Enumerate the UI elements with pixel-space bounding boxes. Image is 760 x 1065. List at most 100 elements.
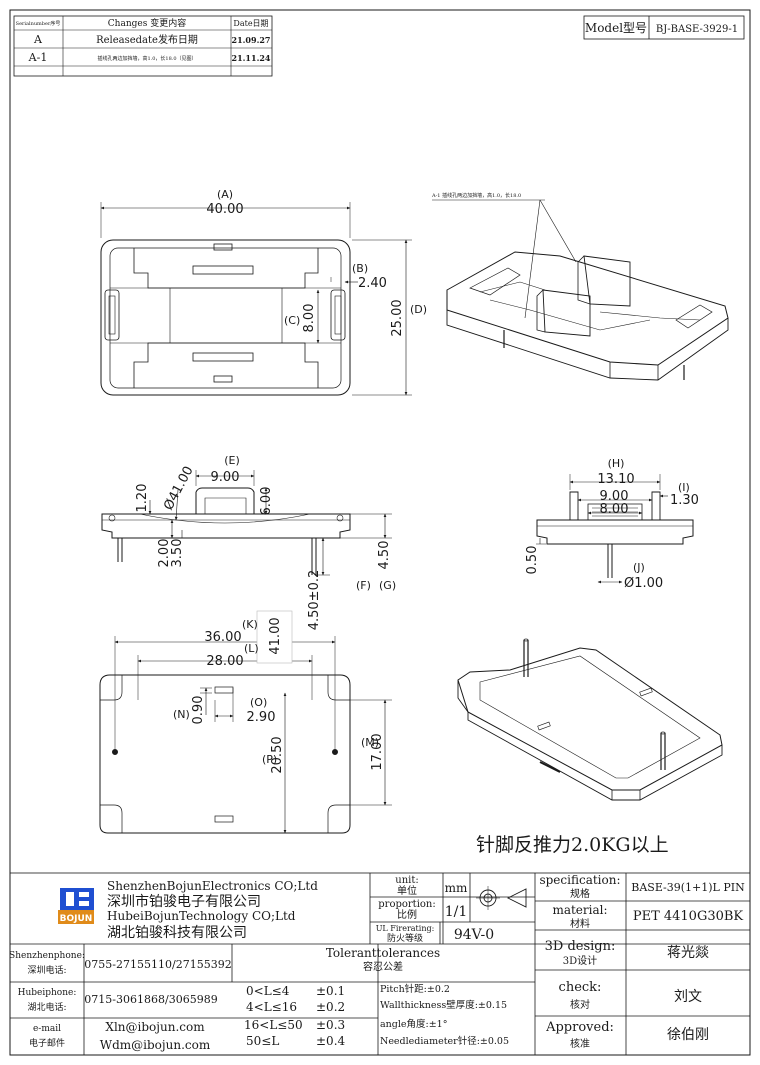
dim-b-label: (B) xyxy=(352,262,368,275)
rev-row-a-date: 21.09.27 xyxy=(232,35,271,45)
title-block xyxy=(9,872,751,1056)
dim-l-label: (L) xyxy=(244,642,259,655)
unit-value: mm xyxy=(445,881,468,895)
email-label-cn: 电子邮件 xyxy=(29,1037,65,1049)
dim-g-label: (G) xyxy=(379,579,396,592)
dim-b-value: 2.40 xyxy=(358,276,387,291)
tol-range-0: 0<L≤4 xyxy=(246,984,290,998)
dim-6-00: 6.00 xyxy=(259,487,274,516)
iso-note-a1: A-1 插线孔两边加挡墙，高1.0，长18.0 xyxy=(431,192,521,199)
dim-4-50: 4.50 xyxy=(377,541,392,570)
dim-2-00: 2.00 xyxy=(157,539,172,568)
company-names: ShenzhenBojunElectronics CO;Ltd 深圳市铂骏电子有… xyxy=(107,879,318,941)
dim-17-00: 17.00 xyxy=(370,733,385,770)
dim-d-value: 25.00 xyxy=(390,299,405,336)
dim-p-label: (P) xyxy=(262,753,277,766)
iso-view-top xyxy=(432,199,729,381)
dim-0-90: 0.90 xyxy=(191,696,206,725)
dim-0-50: 0.50 xyxy=(525,546,540,575)
email-label: e-mail xyxy=(33,1024,61,1034)
approved-value: 徐伯刚 xyxy=(667,1027,709,1043)
sz-phone-label: Shenzhenphone: xyxy=(9,951,85,961)
rev-row-a-serial: A xyxy=(33,33,43,46)
spec-cells: specification: 规格 BASE-39(1+1)L PIN mate… xyxy=(539,873,745,1050)
rev-row-a-change: Releasedate发布日期 xyxy=(96,33,198,46)
material-label-cn: 材料 xyxy=(570,917,590,930)
unit-label-cn: 单位 xyxy=(397,884,417,897)
dim-c-value: 8.00 xyxy=(302,304,317,333)
design-label-cn: 3D设计 xyxy=(563,954,597,967)
check-value: 刘文 xyxy=(674,989,702,1005)
material-label: material: xyxy=(552,903,607,917)
dim-dia41: Ø41.00 xyxy=(161,464,197,513)
dim-3-50: 3.50 xyxy=(170,539,185,568)
tol-value-2: ±0.3 xyxy=(316,1018,345,1032)
rev-row-a1-change: 插线孔两边加挡墙，高1.0，长18.0（见图） xyxy=(97,55,196,62)
check-label: check: xyxy=(559,980,602,995)
email-value-2: Wdm@ibojun.com xyxy=(100,1038,211,1052)
company-en-2: HubeiBojunTechnology CO;Ltd xyxy=(107,909,296,923)
dim-k-box xyxy=(256,610,293,664)
front-view xyxy=(101,470,392,576)
spec-needle: Needlediameter针径:±0.05 xyxy=(380,1035,509,1047)
dim-j-value: Ø1.00 xyxy=(624,576,663,591)
tolerance-cells: Toleranttolerances 容忍公差 0<L≤4 ±0.1 4<L≤1… xyxy=(244,946,509,1048)
hb-phone-label-cn: 湖北电话: xyxy=(27,1001,66,1013)
top-view xyxy=(100,202,412,396)
unit-cells: unit: 单位 mm proportion: 比例 1/1 UL Firera… xyxy=(376,875,494,944)
spec-pitch: Pitch针距:±0.2 xyxy=(380,983,450,995)
hb-phone-label: Hubeiphone: xyxy=(18,988,77,998)
contact-cells: Shenzhenphone: 深圳电话: 0755-27155110/27155… xyxy=(9,951,232,1052)
dim-8-00: 8.00 xyxy=(600,502,629,517)
logo-text: BOJUN xyxy=(60,914,93,924)
dim-a-label: (A) xyxy=(217,188,233,201)
rev-row-a1-serial: A-1 xyxy=(28,51,48,64)
spec-label-cn: 规格 xyxy=(570,887,590,900)
dim-4-50-tol: 4.50±0.2 xyxy=(307,570,322,631)
model-value: BJ-BASE-3929-1 xyxy=(656,24,738,35)
rev-header-serial: Serialnumber序号 xyxy=(16,20,61,27)
sz-phone-label-cn: 深圳电话: xyxy=(27,964,66,976)
projection-symbol-icon xyxy=(476,886,527,910)
dim-j-label: (J) xyxy=(633,561,645,574)
dim-c-label: (C) xyxy=(284,314,300,327)
spec-label: specification: xyxy=(539,873,620,887)
design-value: 蒋光燚 xyxy=(667,945,709,961)
dim-o-label: (O) xyxy=(250,696,267,709)
ul-label-cn: 防火等级 xyxy=(387,932,423,944)
dim-9-00: 9.00 xyxy=(600,489,629,504)
side-view-labels: (H) 13.10 (I) 1.30 9.00 8.00 0.50 (J) Ø1… xyxy=(525,457,699,591)
design-label: 3D design: xyxy=(545,939,616,954)
tol-range-2: 16<L≤50 xyxy=(244,1018,303,1032)
dim-m-label: (M) xyxy=(361,736,379,749)
top-view-labels: (A) 40.00 (B) 2.40 (C) 8.00 25.00 (D) xyxy=(206,188,427,337)
ul-value: 94V-0 xyxy=(454,927,494,943)
check-label-cn: 核对 xyxy=(570,998,590,1011)
proportion-label-cn: 比例 xyxy=(397,908,417,921)
spec-value: BASE-39(1+1)L PIN xyxy=(631,881,745,894)
sz-phone-value: 0755-27155110/27155392 xyxy=(84,958,231,971)
dim-d-label: (D) xyxy=(410,303,427,316)
approved-label-cn: 核准 xyxy=(570,1037,590,1050)
tolerance-title-cn: 容忍公差 xyxy=(363,960,403,973)
tol-range-1: 4<L≤16 xyxy=(246,1000,297,1014)
company-cn-1: 深圳市铂骏电子有限公司 xyxy=(107,893,261,910)
company-cn-2: 湖北铂骏科技有限公司 xyxy=(107,925,247,941)
email-value-1: Xln@ibojun.com xyxy=(105,1020,205,1034)
proportion-value: 1/1 xyxy=(445,904,468,920)
dim-i-value: 1.30 xyxy=(670,493,699,508)
dim-2-90: 2.90 xyxy=(247,710,276,725)
dim-h-label: (H) xyxy=(608,457,625,470)
dim-e-value: 9.00 xyxy=(211,470,240,485)
model-box: Model型号 BJ-BASE-3929-1 xyxy=(583,15,745,40)
hb-phone-value: 0715-3061868/3065989 xyxy=(84,993,217,1006)
dim-e-label: (E) xyxy=(224,454,240,467)
dim-20-50: 20.50 xyxy=(270,736,285,773)
model-label: Model型号 xyxy=(585,21,647,35)
rev-header-changes: Changes 变更内容 xyxy=(108,17,186,29)
material-value: PET 4410G30BK xyxy=(633,909,744,924)
tol-value-1: ±0.2 xyxy=(316,1000,345,1014)
rev-row-a1-date: 21.11.24 xyxy=(232,53,271,63)
tol-value-3: ±0.4 xyxy=(316,1034,346,1048)
dim-28-00: 28.00 xyxy=(206,654,243,669)
